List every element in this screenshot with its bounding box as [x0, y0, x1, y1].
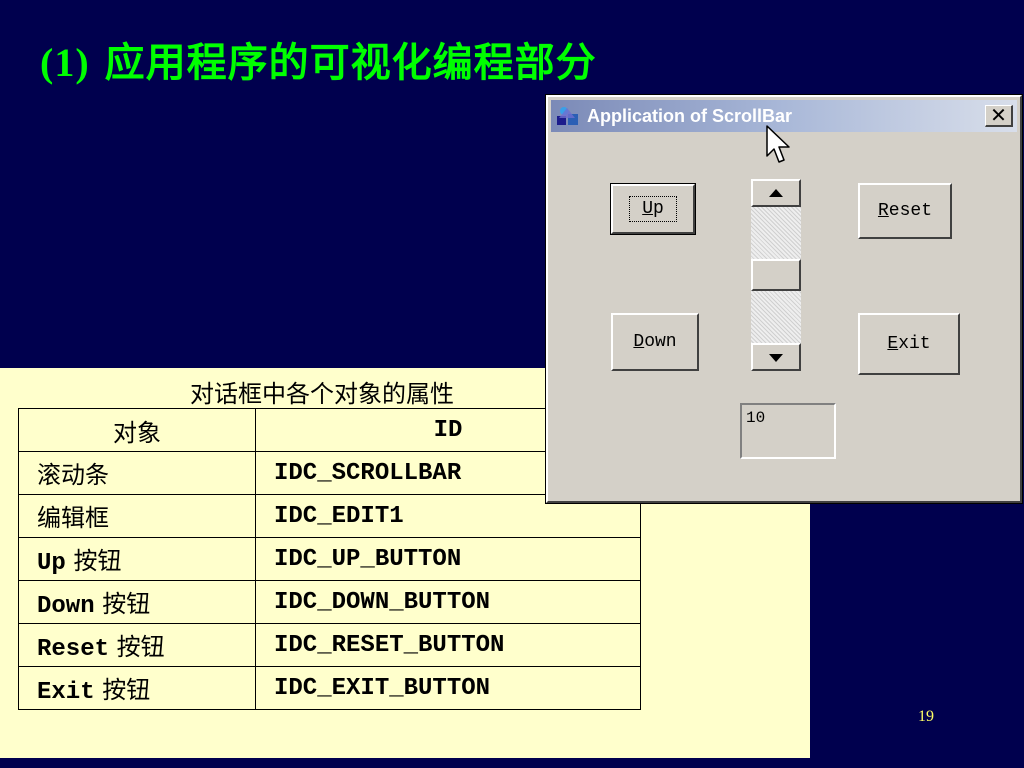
object-type: 按钮: [116, 633, 165, 661]
edit-value: 10: [746, 409, 766, 427]
triangle-up-icon: [769, 189, 783, 197]
reset-label-rest: eset: [888, 201, 933, 221]
object-type: 按钮: [73, 547, 122, 575]
object-cell: 滚动条: [18, 451, 256, 495]
exit-button[interactable]: Exit: [858, 313, 960, 375]
id-cell: IDC_RESET_BUTTON: [255, 623, 641, 667]
dialog-title: Application of ScrollBar: [587, 106, 793, 126]
id-cell: IDC_DOWN_BUTTON: [255, 580, 641, 624]
object-cell: Up 按钮: [18, 537, 256, 581]
slide-title-number: (1): [40, 40, 90, 85]
object-cell: Down 按钮: [18, 580, 256, 624]
app-icon: [557, 107, 578, 125]
table-row: 编辑框 IDC_EDIT1: [18, 494, 641, 538]
object-cell: 编辑框: [18, 494, 256, 538]
scroll-up-button[interactable]: [751, 179, 801, 207]
object-name: Down: [37, 593, 95, 620]
up-button[interactable]: Up: [610, 183, 696, 235]
table-row: Exit 按钮 IDC_EXIT_BUTTON: [18, 666, 641, 710]
exit-mnemonic: E: [887, 334, 899, 354]
down-button-label: Down: [633, 332, 676, 352]
object-name: Exit: [37, 679, 95, 706]
reset-button-label: Reset: [878, 201, 932, 221]
id-cell: IDC_UP_BUTTON: [255, 537, 641, 581]
table-row: Down 按钮 IDC_DOWN_BUTTON: [18, 580, 641, 624]
exit-label-rest: xit: [898, 334, 931, 354]
close-icon: ✕: [990, 103, 1007, 127]
table-caption: 对话框中各个对象的属性: [190, 380, 454, 408]
object-type: 按钮: [102, 590, 151, 618]
header-object: 对象: [18, 408, 256, 452]
down-button[interactable]: Down: [611, 313, 699, 371]
scrollbar-thumb[interactable]: [751, 259, 801, 291]
object-name: Reset: [37, 636, 110, 663]
object-cell: Exit 按钮: [18, 666, 256, 710]
mouse-cursor-icon: [766, 125, 790, 163]
id-cell: IDC_EXIT_BUTTON: [255, 666, 641, 710]
triangle-down-icon: [769, 354, 783, 362]
slide-title-text: 应用程序的可视化编程部分: [104, 39, 597, 86]
reset-button[interactable]: Reset: [858, 183, 952, 239]
up-button-label: Up: [629, 196, 677, 222]
table-row: Up 按钮 IDC_UP_BUTTON: [18, 537, 641, 581]
properties-table: 对象 ID 滚动条 IDC_SCROLLBAR 编辑框 IDC_EDIT1 Up…: [18, 408, 641, 710]
object-name: Up: [37, 550, 66, 577]
object-cell: Reset 按钮: [18, 623, 256, 667]
close-button[interactable]: ✕: [985, 105, 1013, 127]
value-edit-box[interactable]: 10: [740, 403, 836, 459]
table-row: Reset 按钮 IDC_RESET_BUTTON: [18, 623, 641, 667]
object-type: 滚动条: [37, 461, 109, 489]
reset-mnemonic: R: [877, 201, 889, 221]
up-mnemonic: U: [642, 199, 653, 219]
down-label-rest: own: [644, 332, 677, 352]
slide-title: (1) 应用程序的可视化编程部分: [40, 30, 597, 88]
up-label-rest: p: [653, 199, 664, 219]
exit-button-label: Exit: [887, 334, 930, 354]
object-type: 编辑框: [37, 504, 109, 532]
page-number: 19: [918, 708, 934, 725]
dialog-titlebar[interactable]: Application of ScrollBar ✕: [551, 100, 1017, 132]
down-mnemonic: D: [633, 332, 645, 352]
object-type: 按钮: [102, 676, 151, 704]
scroll-down-button[interactable]: [751, 343, 801, 371]
